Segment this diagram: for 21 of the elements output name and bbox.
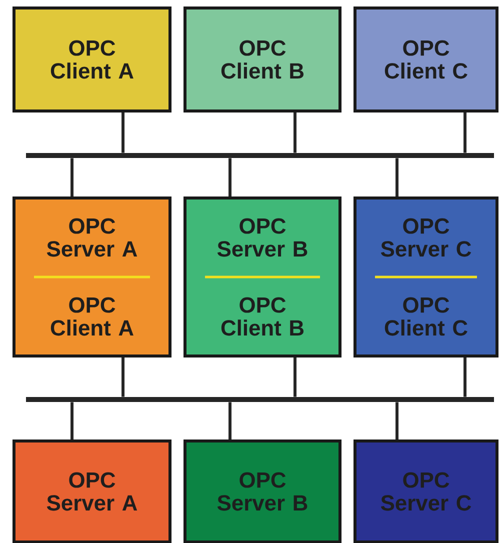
component-box: OPC Server A OPC Client A	[12, 196, 172, 358]
connector-line	[294, 112, 296, 153]
component-box: OPC Client B	[184, 6, 342, 112]
connector-line	[464, 358, 466, 397]
component-box: OPC Server A	[12, 440, 172, 543]
connector-line	[70, 158, 74, 196]
connector-line	[464, 112, 466, 153]
connector-line	[396, 158, 398, 196]
connector-line	[396, 402, 398, 440]
connector-line	[228, 402, 232, 440]
component-box: OPC Server B OPC Client B	[184, 196, 342, 358]
connector-line	[228, 158, 232, 196]
component-box: OPC Server B	[184, 440, 342, 543]
component-box: OPC Server C	[354, 440, 498, 543]
connector-line	[122, 112, 124, 153]
connector-line	[294, 358, 296, 397]
component-box: OPC Server C OPC Client C	[354, 196, 498, 358]
connector-line	[70, 402, 74, 440]
component-box: OPC Client C	[354, 6, 498, 112]
connector-line	[122, 358, 124, 397]
component-box: OPC Client A	[12, 6, 172, 112]
